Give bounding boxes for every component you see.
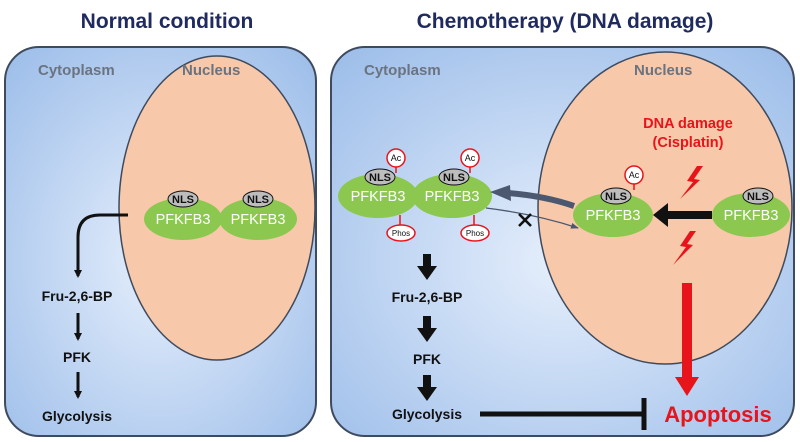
left-cytoplasm-label: Cytoplasm <box>38 62 115 79</box>
pfkfb3-protein: Ac PFKFB3 NLS Phos <box>338 148 418 242</box>
nls-tag <box>242 190 274 208</box>
pathway-step-glycolysis: Glycolysis <box>392 406 462 422</box>
phospho-tag <box>460 224 490 242</box>
pathway-step-fru: Fru-2,6-BP <box>392 289 463 305</box>
right-panel: Cytoplasm Nucleus DNA damage (Cisplatin)… <box>330 46 795 437</box>
dna-damage-label: DNA damage <box>643 116 733 132</box>
pfkfb3-protein: Ac PFKFB3 NLS Phos <box>412 148 492 242</box>
acetyl-label: Ac <box>391 153 402 163</box>
nls-label: NLS <box>443 172 465 184</box>
nls-label: NLS <box>369 172 391 184</box>
block-cross-icon <box>518 213 532 227</box>
acetyl-label: Ac <box>629 170 640 180</box>
protein-label: PFKFB3 <box>231 212 286 228</box>
export-arrow <box>74 213 128 278</box>
phospho-label: Phos <box>466 229 484 238</box>
left-nucleus <box>118 55 316 361</box>
lightning-icon <box>680 166 703 199</box>
apoptosis-label: Apoptosis <box>664 402 772 427</box>
nls-label: NLS <box>605 191 627 203</box>
right-cytoplasm-label: Cytoplasm <box>364 62 441 79</box>
nls-tag <box>600 187 632 205</box>
pathway-arrow <box>417 254 437 280</box>
pathway-arrow <box>417 316 437 342</box>
nls-label: NLS <box>747 191 769 203</box>
pathway-step-pfk: PFK <box>63 349 91 365</box>
protein-label: PFKFB3 <box>351 189 406 205</box>
right-panel-title: Chemotherapy (DNA damage) <box>417 10 714 33</box>
pfkfb3-protein: Ac PFKFB3 NLS <box>573 165 653 237</box>
nls-label: NLS <box>247 194 269 206</box>
pfkfb3-protein: PFKFB3 NLS <box>144 190 222 240</box>
inhibition-line <box>480 398 647 430</box>
left-panel: Cytoplasm Nucleus PFKFB3 NLS PFKFB3 NLS … <box>4 46 317 437</box>
acetyl-label: Ac <box>465 153 476 163</box>
acetyl-tag <box>624 165 644 185</box>
pfkfb3-protein: PFKFB3 NLS <box>219 190 297 240</box>
cisplatin-label: (Cisplatin) <box>653 135 724 151</box>
acetyl-tag <box>386 148 406 168</box>
pathway-step-glycolysis: Glycolysis <box>42 408 112 424</box>
nuclear-import-arrow <box>485 207 579 229</box>
nuclear-export-arrow <box>490 185 575 209</box>
left-nucleus-label: Nucleus <box>182 62 240 79</box>
apoptosis-arrow <box>675 283 699 396</box>
phospho-label: Phos <box>392 229 410 238</box>
pathway-step-fru: Fru-2,6-BP <box>42 288 113 304</box>
nls-tag <box>167 190 199 208</box>
nls-tag <box>742 187 774 205</box>
acetylation-arrow <box>653 203 712 227</box>
phospho-tag <box>386 224 416 242</box>
pathway-arrow <box>417 375 437 401</box>
left-panel-title: Normal condition <box>81 10 254 33</box>
protein-label: PFKFB3 <box>425 189 480 205</box>
protein-label: PFKFB3 <box>724 208 779 224</box>
pfkfb3-protein: PFKFB3 NLS <box>712 187 790 237</box>
protein-label: PFKFB3 <box>586 208 641 224</box>
acetyl-tag <box>460 148 480 168</box>
protein-label: PFKFB3 <box>156 212 211 228</box>
right-nucleus-label: Nucleus <box>634 62 692 79</box>
nls-tag <box>364 168 396 186</box>
pathway-step-pfk: PFK <box>413 351 441 367</box>
nls-tag <box>438 168 470 186</box>
nls-label: NLS <box>172 194 194 206</box>
